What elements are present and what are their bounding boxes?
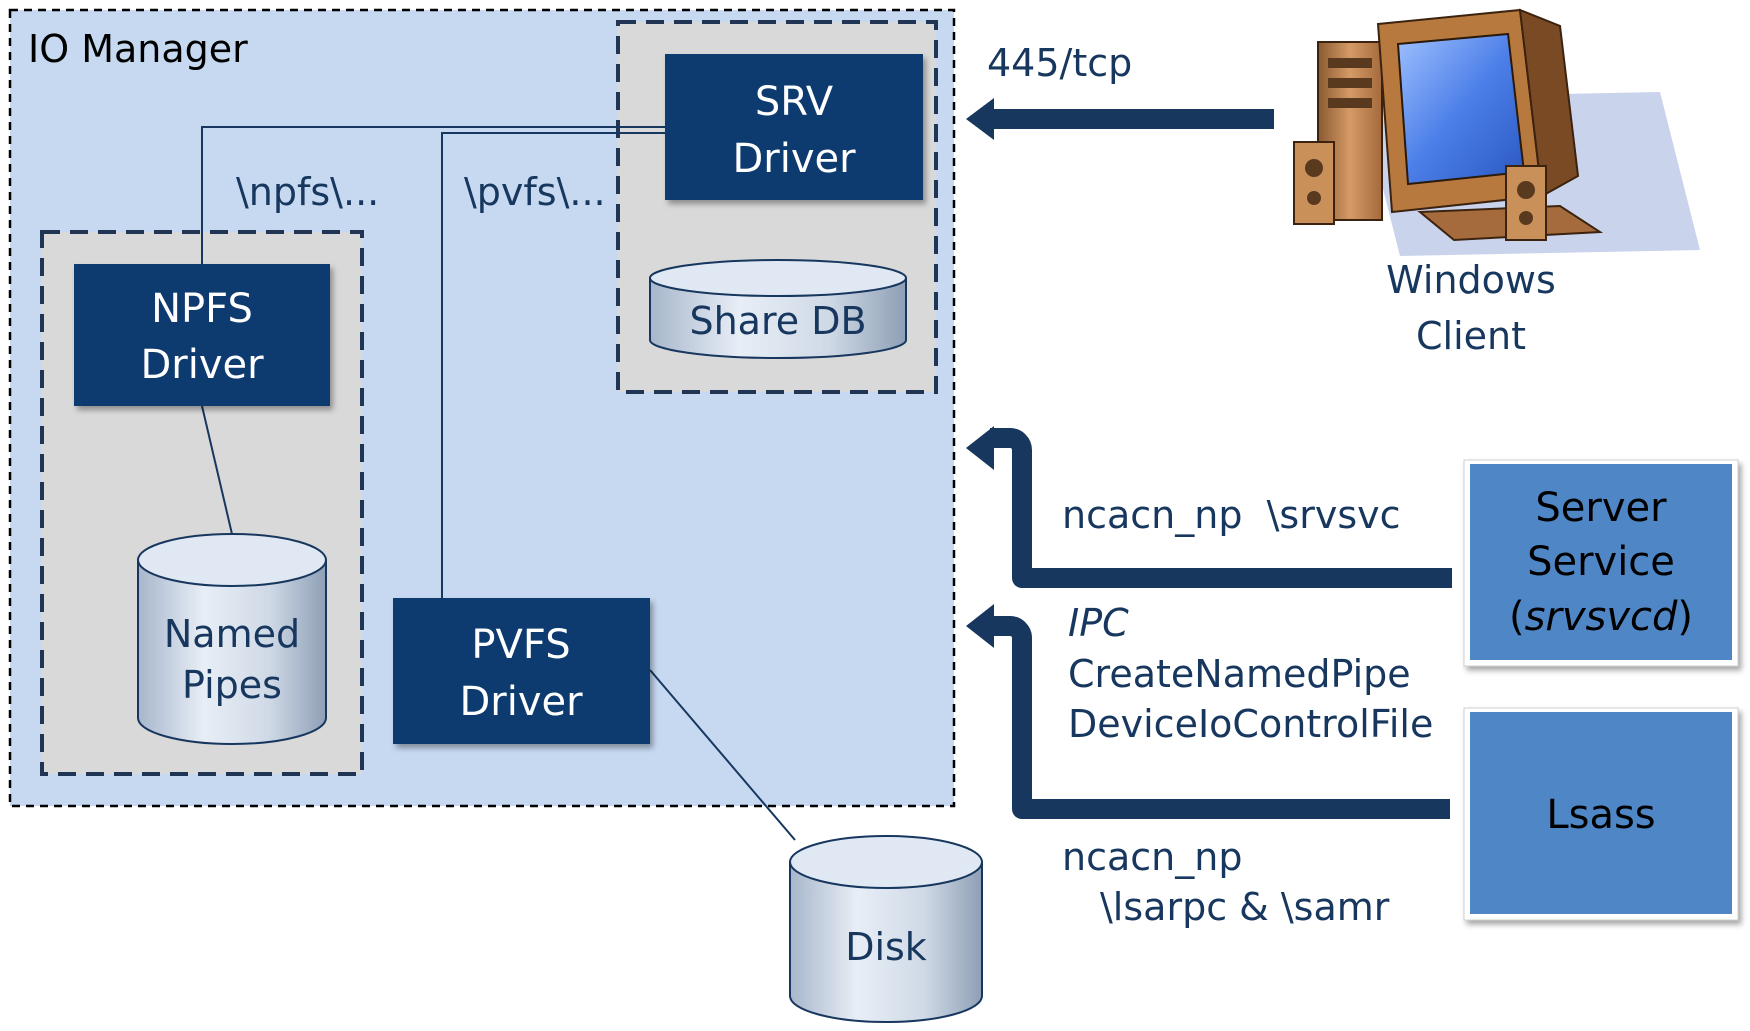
tcp-label: 445/tcp <box>987 41 1132 85</box>
srv-driver-box[interactable] <box>665 54 923 200</box>
ipc-line2: DeviceIoControlFile <box>1068 702 1433 746</box>
lsa-arrow <box>966 604 1450 819</box>
disk-label: Disk <box>845 925 927 969</box>
ipc-line1: CreateNamedPipe <box>1068 652 1411 696</box>
pvfs-driver-label-line1: PVFS <box>471 622 570 668</box>
share-db-label: Share DB <box>689 299 866 343</box>
lsa-rpc-label-line2: \lsarpc & \samr <box>1100 885 1390 929</box>
npfs-driver-label-line2: Driver <box>140 342 264 388</box>
tcp-arrow <box>966 98 1274 140</box>
lsass-box[interactable] <box>1463 707 1739 921</box>
srvsvc-arrow <box>966 426 1452 588</box>
share-db-cylinder <box>649 259 907 359</box>
disk-cylinder <box>789 835 983 1023</box>
npfs-pipes-connector <box>201 405 233 535</box>
npfs-connector <box>201 126 665 264</box>
connector-lines <box>201 126 796 841</box>
npfs-path-label: \npfs\... <box>236 170 379 214</box>
server-service-label-line3: (srvsvcd) <box>1509 594 1693 640</box>
server-service-daemon-name: srvsvcd <box>1525 594 1678 640</box>
pvfs-driver-label-line2: Driver <box>459 679 583 725</box>
srv-driver-label-line1: SRV <box>755 79 834 125</box>
server-service-box[interactable] <box>1463 459 1739 667</box>
srvsvc-rpc-label: ncacn_np \srvsvc <box>1062 493 1401 537</box>
windows-client-label-line1: Windows <box>1386 258 1556 302</box>
lsa-rpc-label-line1: ncacn_np <box>1062 835 1242 879</box>
windows-client-label-line2: Client <box>1416 314 1526 358</box>
io-manager-title: IO Manager <box>28 27 248 71</box>
named-pipes-label-line1: Named <box>164 612 300 656</box>
server-service-paren-open: ( <box>1509 594 1525 640</box>
named-pipes-cylinder <box>137 533 327 745</box>
lsass-label: Lsass <box>1546 792 1655 838</box>
pvfs-connector <box>441 132 665 598</box>
npfs-driver-box[interactable] <box>74 264 330 406</box>
srv-driver-label-line2: Driver <box>732 136 856 182</box>
pvfs-disk-connector <box>649 669 796 841</box>
server-service-label-line2: Service <box>1527 539 1675 585</box>
pvfs-path-label: \pvfs\... <box>464 170 606 214</box>
computer-icon <box>1293 8 1700 256</box>
server-service-label-line1: Server <box>1535 485 1667 531</box>
server-service-paren-close: ) <box>1677 594 1693 640</box>
ipc-title: IPC <box>1068 601 1129 645</box>
npfs-driver-label-line1: NPFS <box>151 286 253 332</box>
pvfs-driver-box[interactable] <box>393 598 650 744</box>
named-pipes-label-line2: Pipes <box>182 663 282 707</box>
